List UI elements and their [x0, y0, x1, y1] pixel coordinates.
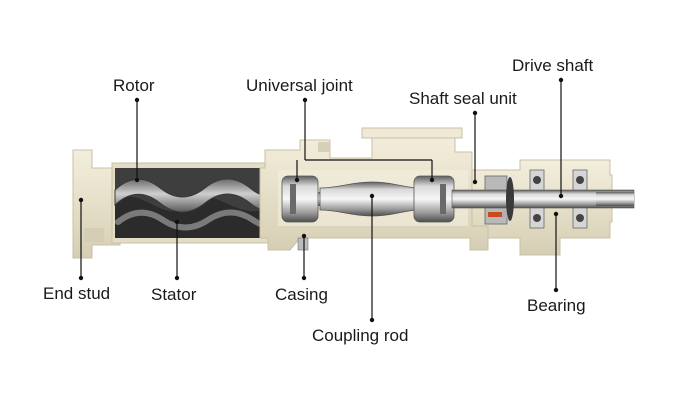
label-shaft-seal-unit: Shaft seal unit [409, 89, 517, 108]
label-coupling-rod: Coupling rod [312, 326, 409, 345]
label-stator: Stator [151, 285, 197, 304]
label-end-stud: End stud [43, 284, 111, 303]
universal-joint-left [281, 175, 319, 223]
label-bearing: Bearing [527, 296, 586, 315]
label-universal-joint: Universal joint [246, 76, 353, 95]
label-drive-shaft: Drive shaft [512, 56, 594, 75]
label-rotor: Rotor [113, 76, 155, 95]
end-stud-body [72, 149, 121, 259]
label-casing: Casing [275, 285, 328, 304]
universal-joint-right [413, 175, 455, 223]
drive-shaft [451, 177, 635, 221]
leader-lines [78, 77, 564, 323]
coupling-rod [282, 181, 442, 217]
